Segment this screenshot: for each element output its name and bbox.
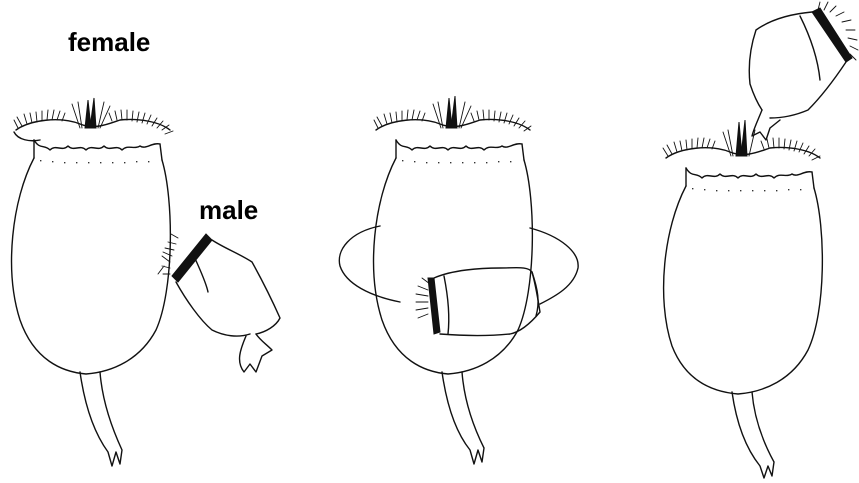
male-label: male [199, 197, 258, 223]
panel-2-male [416, 268, 540, 336]
panel-3-female-body [663, 120, 822, 478]
panel-1-female-body [12, 98, 173, 466]
panel-2-female-body [339, 96, 578, 464]
female-label: female [68, 29, 150, 55]
panel-1-male [158, 234, 280, 372]
panel-3-male [749, 2, 858, 140]
